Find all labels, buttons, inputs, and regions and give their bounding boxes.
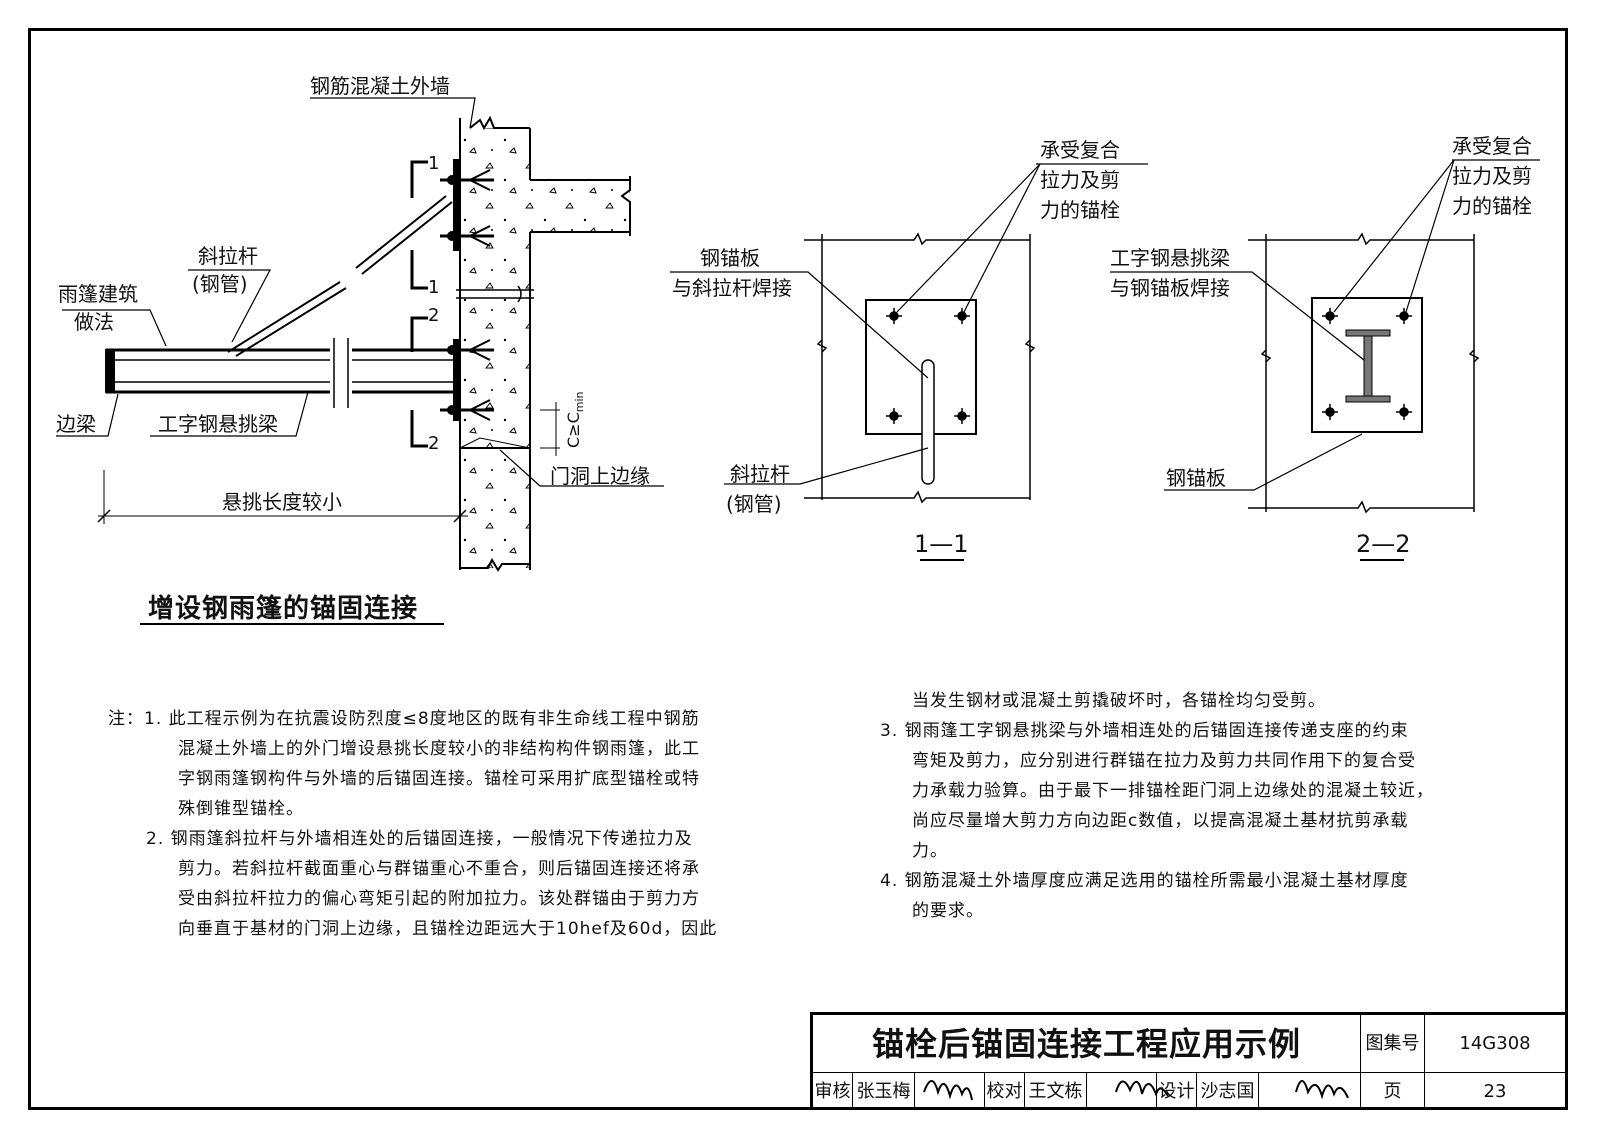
check-label: 校对 — [985, 1073, 1025, 1110]
s2-label-beam-2: 与钢锚板焊接 — [1110, 276, 1230, 300]
signature-reviewer — [923, 1080, 973, 1101]
notes-prefix-line: 注：1. 此工程示例为在抗震设防烈度≤8度地区的既有非生命线工程中钢筋 — [108, 704, 717, 734]
label-tie-rod-2: (钢管) — [192, 272, 248, 296]
s1-label-plate-1: 钢锚板 — [700, 246, 760, 270]
s2-label-bolts-2: 拉力及剪 — [1452, 164, 1532, 188]
main-view — [56, 97, 664, 625]
page-number: 23 — [1483, 1081, 1507, 1102]
atlas-number: 14G308 — [1425, 1015, 1565, 1073]
notes-right: 当发生钢材或混凝土剪撬破坏时，各锚栓均匀受剪。 3. 钢雨篷工字钢悬挑梁与外墙相… — [880, 686, 1434, 926]
s1-label-bolts-1: 承受复合 — [1040, 138, 1120, 162]
drawing-frame — [28, 28, 1568, 1110]
s2-label-plate: 钢锚板 — [1166, 466, 1226, 490]
section-1-anchor-bolts — [886, 308, 970, 424]
note-line: 的要求。 — [912, 901, 984, 921]
label-tie-rod-1: 斜拉杆 — [198, 244, 258, 268]
note-line: 殊倒锥型锚栓。 — [178, 799, 304, 819]
note-line: 当发生钢材或混凝土剪撬破坏时，各锚栓均匀受剪。 — [912, 691, 1326, 711]
designer-signature-cell — [1259, 1073, 1361, 1110]
section-mark-1-top: 1 — [428, 153, 440, 174]
note-line: 字钢雨篷钢构件与外墙的后锚固连接。锚栓可采用扩底型锚栓或特 — [178, 769, 700, 789]
reviewer-name: 张玉梅 — [853, 1073, 915, 1110]
s1-label-rod-2: (钢管) — [726, 492, 782, 516]
wall-break-top — [469, 115, 530, 131]
section-mark-1-bottom: 1 — [428, 277, 440, 298]
section-mark-2-top: 2 — [428, 305, 440, 326]
label-edge-beam: 边梁 — [56, 412, 96, 436]
wall-break-bottom — [460, 557, 530, 572]
s1-label-rod-1: 斜拉杆 — [730, 462, 790, 486]
title-block: 锚栓后锚固连接工程应用示例 图集号 14G308 审核 张玉梅 校对 王文栋 设… — [810, 1012, 1565, 1110]
note-line: 向垂直于基材的门洞上边缘，且锚栓边距远大于10hef及60d，因此 — [178, 919, 718, 939]
label-door-edge: 门洞上边缘 — [550, 464, 650, 488]
section-2-title: 2—2 — [1356, 530, 1411, 558]
note-line: 尚应尽量增大剪力方向边距c数值，以提高混凝土基材抗剪承载 — [912, 811, 1409, 831]
atlas-label: 图集号 — [1361, 1015, 1425, 1073]
i-beam-section — [1345, 329, 1391, 403]
s2-label-beam-1: 工字钢悬挑梁 — [1110, 246, 1230, 270]
main-view-title: 增设钢雨篷的锚固连接 — [148, 594, 419, 624]
signature-designer — [1295, 1080, 1349, 1100]
s2-label-bolts-1: 承受复合 — [1452, 134, 1532, 158]
section-2-view — [1110, 159, 1540, 561]
signatures — [923, 1080, 1349, 1101]
drawing-title: 锚栓后锚固连接工程应用示例 — [813, 1015, 1361, 1073]
s2-label-bolts-3: 力的锚栓 — [1452, 194, 1532, 218]
section-1-view — [670, 163, 1148, 561]
notes-left: 注：1. 此工程示例为在抗震设防烈度≤8度地区的既有非生命线工程中钢筋 混凝土外… — [108, 704, 717, 944]
checker-name: 王文栋 — [1025, 1073, 1087, 1110]
section-1-title: 1—1 — [914, 530, 969, 558]
note-line: 弯矩及剪力，应分别进行群锚在拉力及剪力共同作用下的复合受 — [912, 751, 1416, 771]
label-i-beam: 工字钢悬挑梁 — [158, 412, 278, 436]
checker-signature-cell — [1087, 1073, 1157, 1110]
design-label: 设计 — [1157, 1073, 1197, 1110]
designer-name: 沙志国 — [1197, 1073, 1259, 1110]
review-label: 审核 — [813, 1073, 853, 1110]
note-line: 1. 此工程示例为在抗震设防烈度≤8度地区的既有非生命线工程中钢筋 — [144, 709, 700, 729]
s1-label-bolts-2: 拉力及剪 — [1040, 168, 1120, 192]
note-line: 力。 — [912, 841, 948, 861]
notes-prefix: 注： — [108, 709, 144, 729]
label-span: 悬挑长度较小 — [222, 490, 342, 514]
s1-label-bolts-3: 力的锚栓 — [1040, 198, 1120, 222]
label-wall: 钢筋混凝土外墙 — [310, 74, 450, 98]
label-edge-distance: C≥Cmin — [564, 391, 587, 449]
label-canopy-2: 做法 — [74, 310, 114, 334]
wall-hatch — [460, 128, 530, 568]
note-line: 2. 钢雨篷斜拉杆与外墙相连处的后锚固连接，一般情况下传递拉力及 — [146, 829, 693, 849]
note-line: 力承载力验算。由于最下一排锚栓距门洞上边缘处的混凝土较近， — [912, 781, 1434, 801]
s1-label-plate-2: 与斜拉杆焊接 — [672, 276, 792, 300]
note-line: 3. 钢雨篷工字钢悬挑梁与外墙相连处的后锚固连接传递支座的约束 — [880, 721, 1409, 741]
label-canopy-1: 雨篷建筑 — [58, 282, 138, 306]
signature-checker — [1115, 1080, 1169, 1097]
note-line: 剪力。若斜拉杆截面重心与群锚重心不重合，则后锚固连接还将承 — [178, 859, 700, 879]
section-mark-2-bottom: 2 — [428, 433, 440, 454]
note-line: 受由斜拉杆拉力的偏心弯矩引起的附加拉力。该处群锚由于剪力方 — [178, 889, 700, 909]
page-label: 页 — [1361, 1073, 1425, 1110]
note-line: 4. 钢筋混凝土外墙厚度应满足选用的锚栓所需最小混凝土基材厚度 — [880, 871, 1409, 891]
note-line: 混凝土外墙上的外门增设悬挑长度较小的非结构构件钢雨篷，此工 — [178, 739, 700, 759]
reviewer-signature-cell — [915, 1073, 985, 1110]
section-2-anchor-bolts — [1322, 308, 1412, 420]
